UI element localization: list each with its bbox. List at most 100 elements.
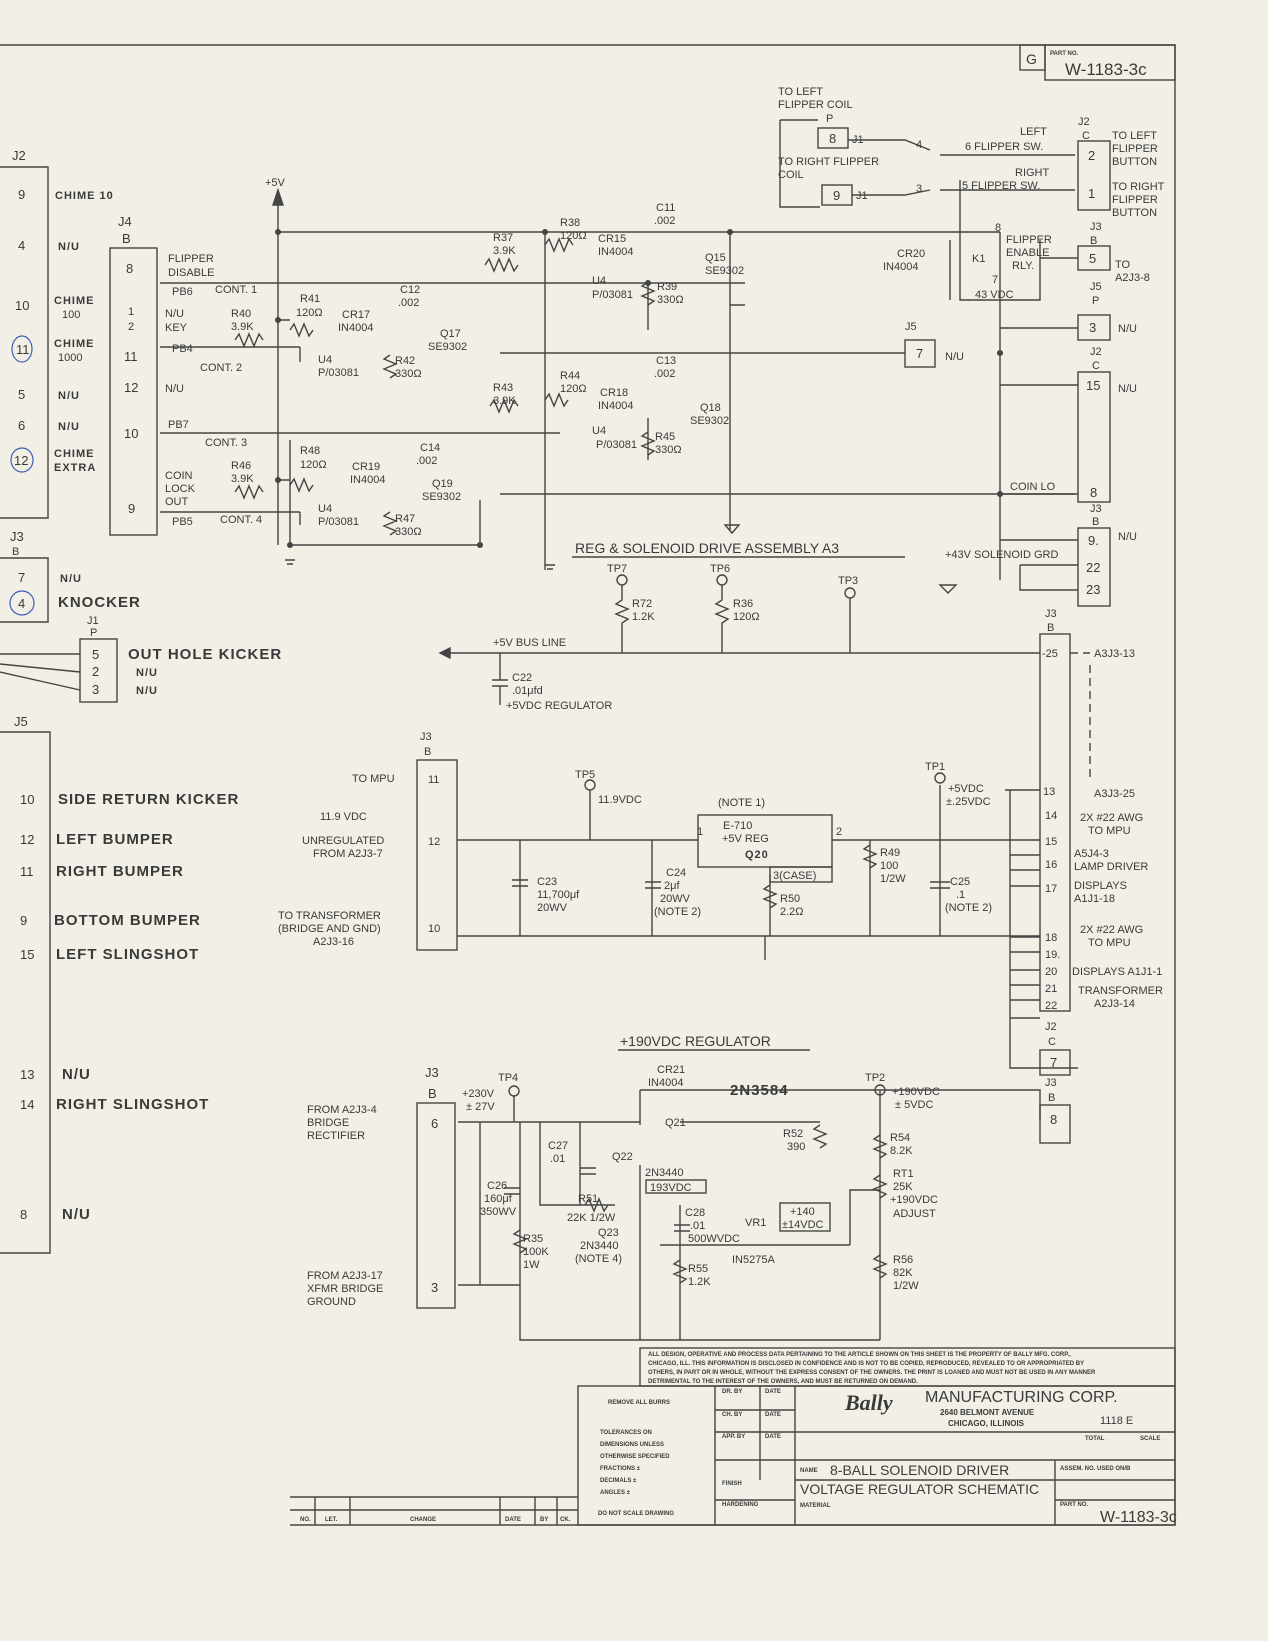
label: R48 — [300, 445, 320, 457]
label: 10 — [124, 426, 138, 441]
bally-logo: Bally — [844, 1390, 893, 1415]
label: 330Ω — [395, 526, 422, 538]
label: NO. — [300, 1517, 311, 1523]
label: C — [1048, 1036, 1056, 1048]
label: .01 — [690, 1220, 705, 1232]
label: TP2 — [865, 1072, 885, 1084]
label: 2N3440 — [580, 1240, 619, 1252]
label: R42 — [395, 355, 415, 367]
label: CR20 — [897, 248, 925, 260]
label: 1.2K — [688, 1276, 711, 1288]
label: PART NO. — [1060, 1502, 1089, 1508]
label: 3.9K — [231, 473, 254, 485]
label: IN4004 — [598, 246, 633, 258]
junction-or-test-point — [477, 542, 483, 548]
label: C26 — [487, 1180, 507, 1192]
label: Q18 — [700, 402, 721, 414]
label: (NOTE 4) — [575, 1253, 622, 1265]
label: 14 — [1045, 810, 1057, 822]
label: 2 — [92, 664, 99, 679]
wire — [285, 524, 741, 570]
label: 350WV — [480, 1206, 517, 1218]
wire — [1070, 652, 1091, 780]
label: J5 — [14, 714, 28, 729]
label: CR15 — [598, 233, 626, 245]
label: 22K 1/2W — [567, 1212, 616, 1224]
label: FLIPPER — [1112, 143, 1158, 155]
label: -25 — [1042, 648, 1058, 660]
label: C22 — [512, 672, 532, 684]
label: SCALE — [1140, 1436, 1160, 1442]
label: B — [1048, 1092, 1055, 1104]
label: 7 — [18, 570, 25, 585]
wire — [880, 1089, 1041, 1120]
connector-box — [817, 127, 849, 149]
label: DISPLAYS — [1074, 880, 1127, 892]
part-no-label: PART NO. — [1050, 51, 1079, 57]
junction-or-test-point — [275, 229, 281, 235]
label: CHIME — [54, 448, 94, 460]
label: 120Ω — [560, 383, 587, 395]
label: IN4004 — [883, 261, 918, 273]
label: C13 — [656, 355, 676, 367]
label: A2J3-16 — [313, 936, 354, 948]
label: PB6 — [172, 286, 193, 298]
label: BUTTON — [1112, 156, 1157, 168]
label: BY — [540, 1517, 548, 1523]
label: 6 — [18, 418, 25, 433]
label: FROM A2J3-17 — [307, 1270, 383, 1282]
label: KEY — [165, 322, 188, 334]
label: 8 — [20, 1207, 27, 1222]
label: B — [1090, 235, 1097, 247]
label: LEFT — [1020, 126, 1047, 138]
label: RIGHT SLINGSHOT — [56, 1096, 209, 1113]
wire — [457, 785, 1078, 1069]
label: R46 — [231, 460, 251, 472]
label: 4 — [18, 596, 25, 611]
label: N/U — [58, 421, 80, 433]
label: 2N3584 — [730, 1082, 789, 1099]
label: 3 — [1089, 320, 1096, 335]
label: J1 — [87, 615, 99, 627]
label: FLIPPER — [1112, 194, 1158, 206]
label: 500WVDC — [688, 1233, 740, 1245]
label: TO RIGHT FLIPPER — [778, 156, 879, 168]
label: ADJUST — [893, 1208, 936, 1220]
junction-or-test-point — [645, 280, 651, 286]
label: PB4 — [172, 343, 193, 355]
label: FROM A2J3-7 — [313, 848, 383, 860]
label: .002 — [416, 455, 437, 467]
junction-or-test-point — [584, 779, 596, 791]
junction-or-test-point — [275, 477, 281, 483]
label: 390 — [787, 1141, 805, 1153]
junction-or-test-point — [716, 574, 728, 586]
label: R47 — [395, 513, 415, 525]
label: P/03081 — [592, 289, 633, 301]
label: ALL DESIGN, OPERATIVE AND PROCESS DATA P… — [648, 1352, 1071, 1358]
label: P/03081 — [596, 439, 637, 451]
label: MANUFACTURING CORP. — [925, 1389, 1118, 1406]
label: J2 — [1090, 346, 1102, 358]
label: C28 — [685, 1207, 705, 1219]
label: DATE — [505, 1517, 521, 1523]
connector-box — [79, 638, 118, 703]
label: 9 — [128, 501, 135, 516]
label: CHANGE — [410, 1517, 436, 1523]
label: 11 — [16, 342, 30, 357]
label: DO NOT SCALE DRAWING — [598, 1511, 674, 1517]
label: 2μf — [664, 880, 680, 892]
label: 4 — [18, 238, 25, 253]
label: 100K — [523, 1246, 549, 1258]
label: 1 — [1088, 186, 1095, 201]
label: +230V — [462, 1088, 495, 1100]
label: 11.9VDC — [598, 794, 642, 806]
connector-box — [1044, 44, 1176, 81]
label: 120Ω — [733, 611, 760, 623]
label: R56 — [893, 1254, 913, 1266]
label: 9 — [20, 913, 27, 928]
label: +5V — [265, 177, 286, 189]
label: NAME — [800, 1468, 818, 1474]
label: R72 — [632, 598, 652, 610]
